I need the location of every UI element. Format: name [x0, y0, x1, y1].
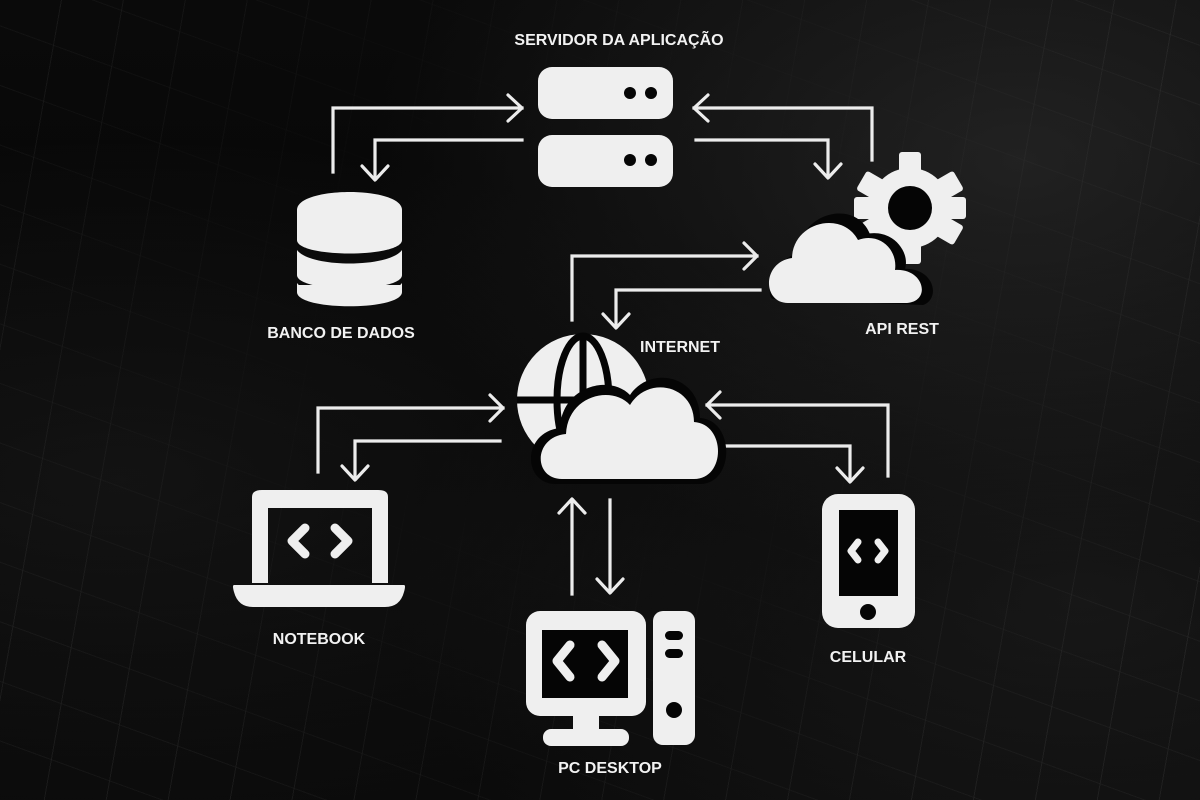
edge-server-to-api: [694, 138, 843, 180]
node-notebook: NOTEBOOK: [233, 490, 405, 648]
edge-server-to-database: [360, 138, 524, 182]
node-desktop: PC DESKTOP: [526, 611, 695, 777]
node-server: SERVIDOR DA APLICAÇÃO: [514, 29, 724, 187]
edge-internet-to-mobile: [725, 444, 865, 484]
edge-api-to-server: [692, 93, 874, 162]
mobile-label: CELULAR: [830, 649, 907, 666]
node-internet: INTERNET: [517, 332, 727, 484]
edge-internet-to-desktop: [595, 498, 625, 595]
node-database: BANCO DE DADOS: [267, 192, 415, 342]
internet-label: INTERNET: [640, 339, 720, 356]
smartphone-code-icon: [822, 494, 915, 628]
server-label: SERVIDOR DA APLICAÇÃO: [514, 29, 723, 49]
edge-mobile-to-internet: [705, 390, 890, 478]
server-icon: [538, 67, 673, 187]
edge-internet-to-notebook: [340, 439, 502, 482]
edge-notebook-to-internet: [316, 393, 505, 474]
desktop-label: PC DESKTOP: [558, 760, 662, 777]
node-api: API REST: [768, 152, 966, 338]
edge-database-to-server: [331, 93, 524, 174]
cloud-gear-icon: [768, 152, 966, 306]
globe-cloud-icon: [517, 332, 727, 484]
database-label: BANCO DE DADOS: [267, 325, 415, 342]
edge-internet-to-api: [570, 241, 759, 322]
database-icon: [297, 192, 402, 307]
laptop-code-icon: [233, 490, 405, 607]
desktop-computer-icon: [526, 611, 695, 746]
connectors: [316, 93, 890, 596]
edge-desktop-to-internet: [557, 497, 587, 596]
node-mobile: CELULAR: [822, 494, 915, 666]
api-label: API REST: [865, 321, 939, 338]
edge-api-to-internet: [601, 288, 762, 330]
notebook-label: NOTEBOOK: [273, 631, 366, 648]
